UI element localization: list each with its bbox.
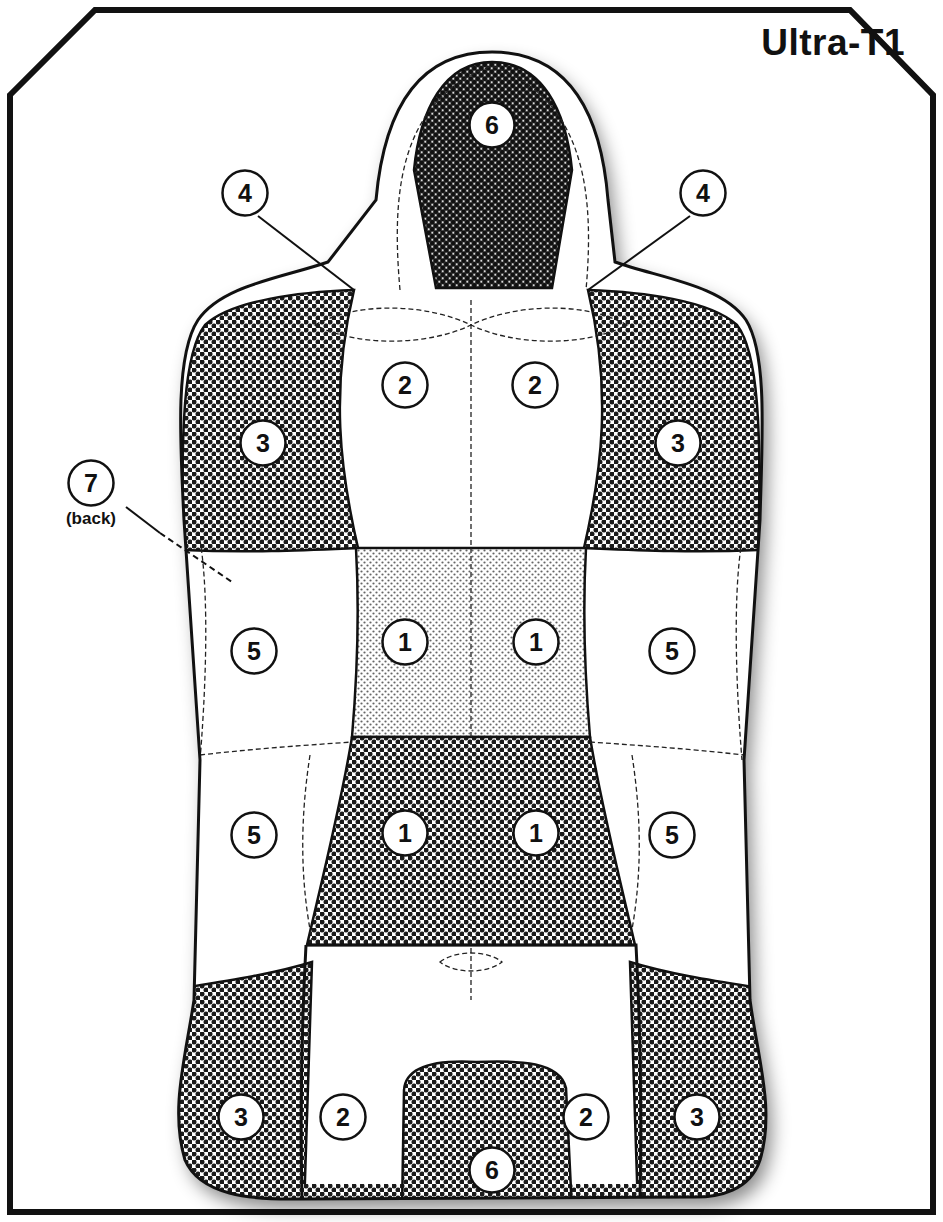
callout-circle: 3 bbox=[654, 419, 702, 467]
callout-number: 3 bbox=[217, 1093, 265, 1141]
callout-number: 2 bbox=[319, 1093, 367, 1141]
callout-circle: 3 bbox=[239, 419, 287, 467]
callout-number: 2 bbox=[511, 361, 559, 409]
callout-circle: 6 bbox=[468, 101, 516, 149]
callout-circle: 6 bbox=[468, 1146, 516, 1194]
callout-number: 1 bbox=[381, 618, 429, 666]
callout-number: 5 bbox=[230, 627, 278, 675]
callout-circle: 1 bbox=[512, 618, 560, 666]
callout-number: 5 bbox=[648, 627, 696, 675]
callout-number: 2 bbox=[381, 361, 429, 409]
callout-circle: 2 bbox=[562, 1093, 610, 1141]
callout-circle: 1 bbox=[512, 809, 560, 857]
seat-outline bbox=[179, 52, 766, 1199]
callout-circle: 5 bbox=[648, 627, 696, 675]
callout-circle: 1 bbox=[381, 618, 429, 666]
callout-number: 2 bbox=[562, 1093, 610, 1141]
callout-note: (back) bbox=[64, 509, 118, 529]
callout-number: 5 bbox=[230, 811, 278, 859]
callout-number: 4 bbox=[679, 169, 727, 217]
callout-circle: 7(back) bbox=[67, 459, 115, 507]
leader-lines bbox=[126, 216, 690, 582]
callout-circle: 4 bbox=[221, 169, 269, 217]
callout-circle: 2 bbox=[511, 361, 559, 409]
callout-circle: 2 bbox=[381, 361, 429, 409]
callout-circle: 2 bbox=[319, 1093, 367, 1141]
callout-number: 4 bbox=[221, 169, 269, 217]
callout-number: 3 bbox=[239, 419, 287, 467]
callout-circle: 5 bbox=[648, 811, 696, 859]
callout-circle: 1 bbox=[381, 809, 429, 857]
callout-number: 3 bbox=[654, 419, 702, 467]
callout-number: 6 bbox=[468, 1146, 516, 1194]
callout-number: 3 bbox=[673, 1093, 721, 1141]
title: Ultra-T1 bbox=[761, 22, 905, 64]
callout-number: 5 bbox=[648, 811, 696, 859]
callout-circle: 4 bbox=[679, 169, 727, 217]
callout-circle: 3 bbox=[217, 1093, 265, 1141]
callout-number: 6 bbox=[468, 101, 516, 149]
callout-circle: 5 bbox=[230, 627, 278, 675]
callout-number: 1 bbox=[381, 809, 429, 857]
callout-circle: 5 bbox=[230, 811, 278, 859]
callout-number: 1 bbox=[512, 618, 560, 666]
callout-circle: 3 bbox=[673, 1093, 721, 1141]
stitching bbox=[200, 66, 744, 1000]
callout-number: 7 bbox=[67, 459, 115, 507]
seat-zones bbox=[160, 62, 782, 1214]
frame bbox=[10, 10, 933, 1212]
callout-number: 1 bbox=[512, 809, 560, 857]
